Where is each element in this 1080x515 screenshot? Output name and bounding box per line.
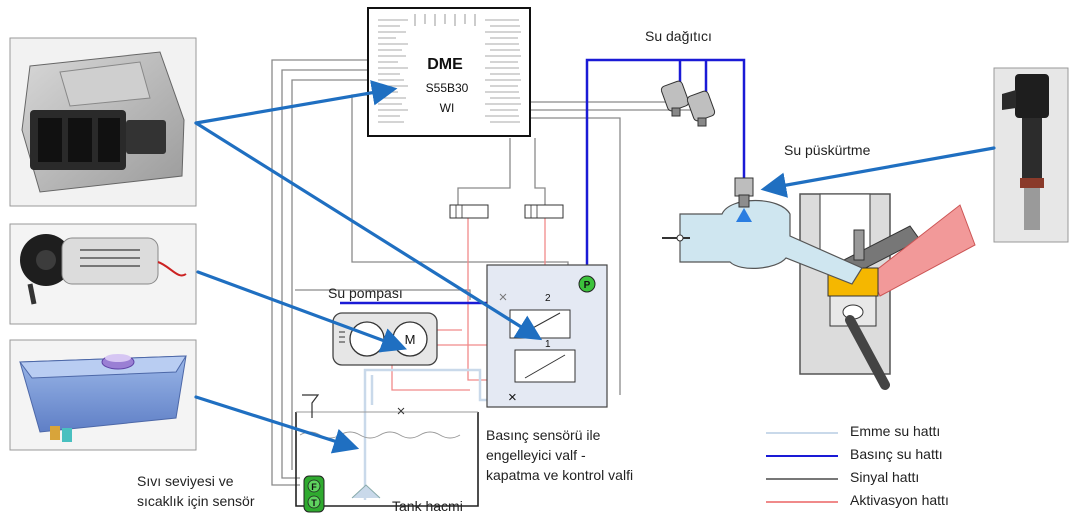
valve-cross: × <box>508 389 517 406</box>
tank-photo <box>10 340 196 450</box>
water-injection-label: Su püskürtme <box>784 142 870 158</box>
pump-photo <box>10 224 196 324</box>
caption-line: Basınç sensörü ile <box>486 425 633 445</box>
water-distributor <box>660 80 716 126</box>
caption-line: sıcaklık için sensör <box>137 491 254 511</box>
arrow-pump-to-pump <box>198 272 398 346</box>
legend-swatch <box>766 432 838 434</box>
legend-swatch <box>766 501 838 503</box>
dme-sub: WI <box>440 101 455 115</box>
dme-title: DME <box>427 56 463 73</box>
arrow-tank-to-tank <box>196 397 350 446</box>
legend-label: Basınç su hattı <box>850 446 943 462</box>
legend-item-pressure: Basınç su hattı <box>766 446 996 466</box>
caption-line: kapatma ve kontrol valfi <box>486 465 633 485</box>
legend-label: Aktivasyon hattı <box>850 492 949 508</box>
valve-port-1: 1 <box>545 339 551 350</box>
legend-item-signal: Sinyal hattı <box>766 469 996 489</box>
legend-item-activation: Aktivasyon hattı <box>766 492 996 512</box>
legend-swatch <box>766 455 838 457</box>
solenoid-right <box>525 205 563 218</box>
level-temp-sensor-caption: Sıvı seviyesi ve sıcaklık için sensör <box>137 471 254 511</box>
water-distributor-label: Su dağıtıcı <box>645 28 712 44</box>
injector-photo <box>994 68 1068 242</box>
pressure-sensor: P <box>579 276 595 292</box>
caption-line: engelleyici valf - <box>486 445 633 465</box>
legend-label: Sinyal hattı <box>850 469 919 485</box>
dme-model: S55B30 <box>426 81 469 95</box>
tank-volume-label: Tank hacmi <box>392 498 463 514</box>
sensor-f-label: F <box>311 482 317 492</box>
level-temp-sensor: F T <box>304 476 324 512</box>
pressure-sensor-label: P <box>584 280 591 291</box>
water-pump: M <box>333 313 437 365</box>
valve-port-2: 2 <box>545 293 551 304</box>
legend-label: Emme su hattı <box>850 423 940 439</box>
sensor-t-label: T <box>311 498 317 508</box>
ecu-photo <box>10 38 196 206</box>
dme-unit: DME S55B30 WI <box>368 8 530 136</box>
engine <box>800 194 975 385</box>
pressure-sensor-valve-caption: Basınç sensörü ile engelleyici valf - ka… <box>486 425 633 485</box>
legend-swatch <box>766 478 838 480</box>
water-pump-label: Su pompası <box>328 285 403 301</box>
pump-motor-label: M <box>405 332 416 347</box>
solenoid-left <box>450 205 488 218</box>
legend-item-suction: Emme su hattı <box>766 423 996 443</box>
caption-line: Sıvı seviyesi ve <box>137 471 254 491</box>
